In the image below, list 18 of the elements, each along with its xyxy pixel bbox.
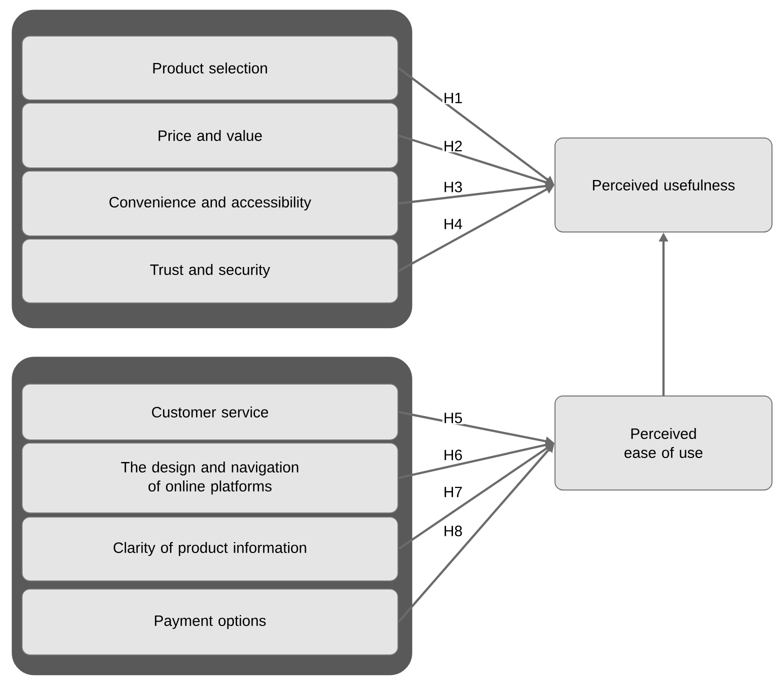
edge-label: H7 xyxy=(442,486,464,498)
factor-box: Payment options xyxy=(22,588,398,656)
factor-box: Convenience and accessibility xyxy=(22,170,398,236)
edge-label: H4 xyxy=(442,218,464,230)
factor-box: Trust and security xyxy=(22,238,398,304)
construct-box: Perceived usefulness xyxy=(554,138,772,232)
factor-box: Price and value xyxy=(22,102,398,168)
edge-label: H1 xyxy=(442,92,464,104)
factor-box: Product selection xyxy=(22,36,398,100)
edge-label: H2 xyxy=(442,140,464,152)
edge-label: H8 xyxy=(442,524,464,538)
factor-box: Customer service xyxy=(22,384,398,440)
edge-label: H6 xyxy=(442,448,464,462)
construct-box: Perceived ease of use xyxy=(554,395,772,490)
factor-box: Clarity of product information xyxy=(22,516,398,582)
edge-label: H5 xyxy=(442,412,464,424)
edge-label: H3 xyxy=(442,180,464,194)
factor-box: The design and navigation of online platforms xyxy=(22,442,398,514)
